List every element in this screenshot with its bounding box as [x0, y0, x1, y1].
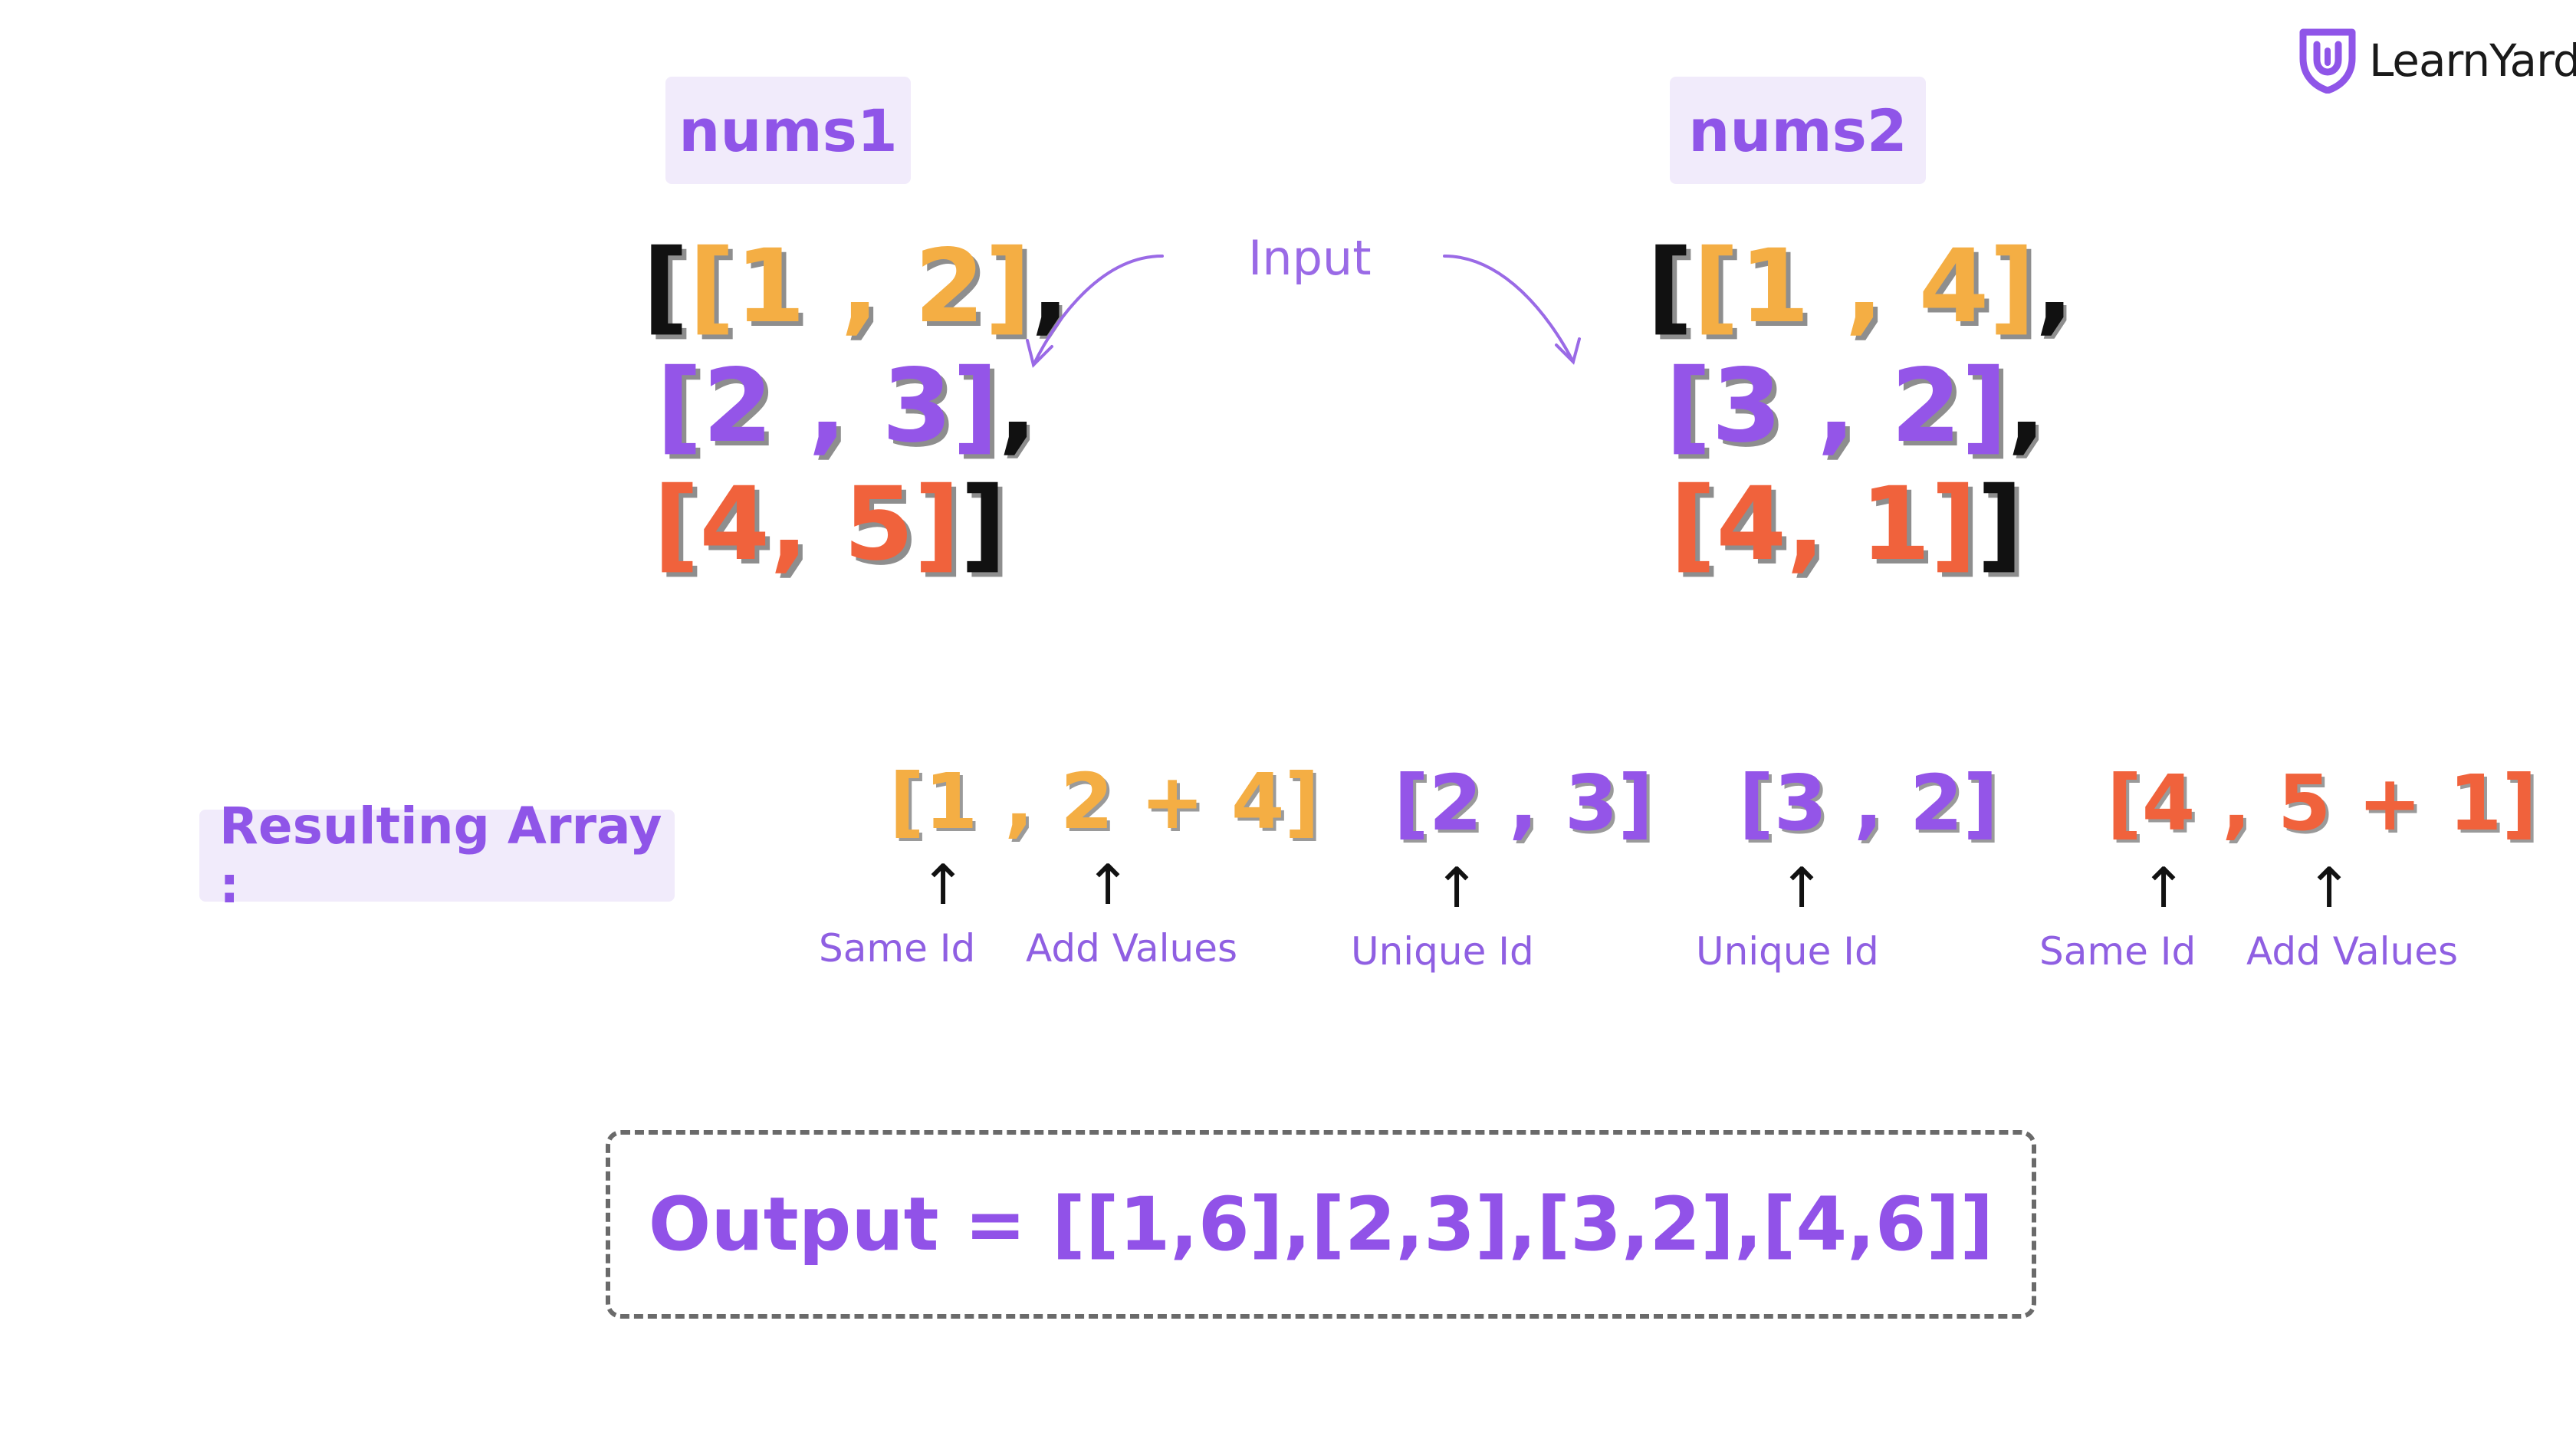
up-arrow-icon: ↑ [2141, 856, 2187, 920]
nums2-row-3: [4, 1]] [1670, 474, 2023, 575]
nums2-pair-1: [1 , 4] [1693, 228, 2036, 346]
nums1-pair-2: [2 , 3] [656, 347, 999, 465]
note-add-values: Add Values [1026, 926, 1238, 971]
resulting-array-label: Resulting Array : [199, 797, 675, 915]
result-item-4: [4 , 5 + 1] [2107, 758, 2538, 848]
nums2-title: nums2 [1670, 77, 1926, 184]
nums2-row-2: [3 , 2], [1665, 356, 2046, 457]
note-add-values: Add Values [2246, 929, 2459, 974]
right-curved-arrow [1443, 255, 1575, 363]
left-curved-arrow [1032, 255, 1164, 366]
input-arrows [1026, 255, 1581, 368]
nums1-pair-1: [1 , 2] [688, 228, 1031, 346]
note-same-id: Same Id [2039, 929, 2196, 974]
input-label: Input [1248, 230, 1372, 286]
outer-close-bracket: ] [960, 465, 1007, 583]
result-item-2: [2 , 3] [1394, 758, 1654, 848]
up-arrow-icon: ↑ [1434, 856, 1480, 920]
nums2-pair-2: [3 , 2] [1665, 347, 2008, 465]
result-item-1: [1 , 2 + 4] [889, 757, 1320, 846]
nums1-title: nums1 [665, 77, 911, 184]
up-arrow-icon: ↑ [1779, 856, 1825, 920]
left-arrowhead-icon [1026, 339, 1053, 368]
up-arrow-icon: ↑ [1085, 853, 1132, 917]
nums2-pair-3: [4, 1] [1670, 465, 1977, 583]
nums1-row-3: [4, 5]] [653, 474, 1007, 575]
learnyard-logo: LearnYard [2297, 28, 2576, 94]
row-comma: , [998, 347, 1037, 465]
outer-open-bracket: [ [642, 228, 689, 346]
up-arrow-icon: ↑ [920, 853, 967, 917]
row-comma: , [2007, 347, 2046, 465]
brand-name: LearnYard [2369, 34, 2576, 87]
learnyard-logo-icon [2299, 28, 2356, 94]
nums1-pair-3: [4, 5] [653, 465, 961, 583]
note-same-id: Same Id [819, 926, 976, 971]
nums1-row-1: [[1 , 2], [642, 236, 1070, 337]
output-box: Output = [[1,6],[2,3],[3,2],[4,6]] [606, 1130, 2036, 1319]
outer-close-bracket: ] [1976, 465, 2023, 583]
result-item-3: [3 , 2] [1739, 758, 1999, 848]
nums1-row-2: [2 , 3], [656, 356, 1037, 457]
up-arrow-icon: ↑ [2306, 856, 2353, 920]
outer-open-bracket: [ [1647, 228, 1694, 346]
output-text: Output = [[1,6],[2,3],[3,2],[4,6]] [648, 1181, 1994, 1267]
note-unique-id: Unique Id [1696, 929, 1879, 974]
row-comma: , [2035, 228, 2074, 346]
nums2-row-1: [[1 , 4], [1647, 236, 2074, 337]
note-unique-id: Unique Id [1351, 929, 1534, 974]
row-comma: , [1030, 228, 1070, 346]
right-arrowhead-icon [1555, 337, 1581, 365]
